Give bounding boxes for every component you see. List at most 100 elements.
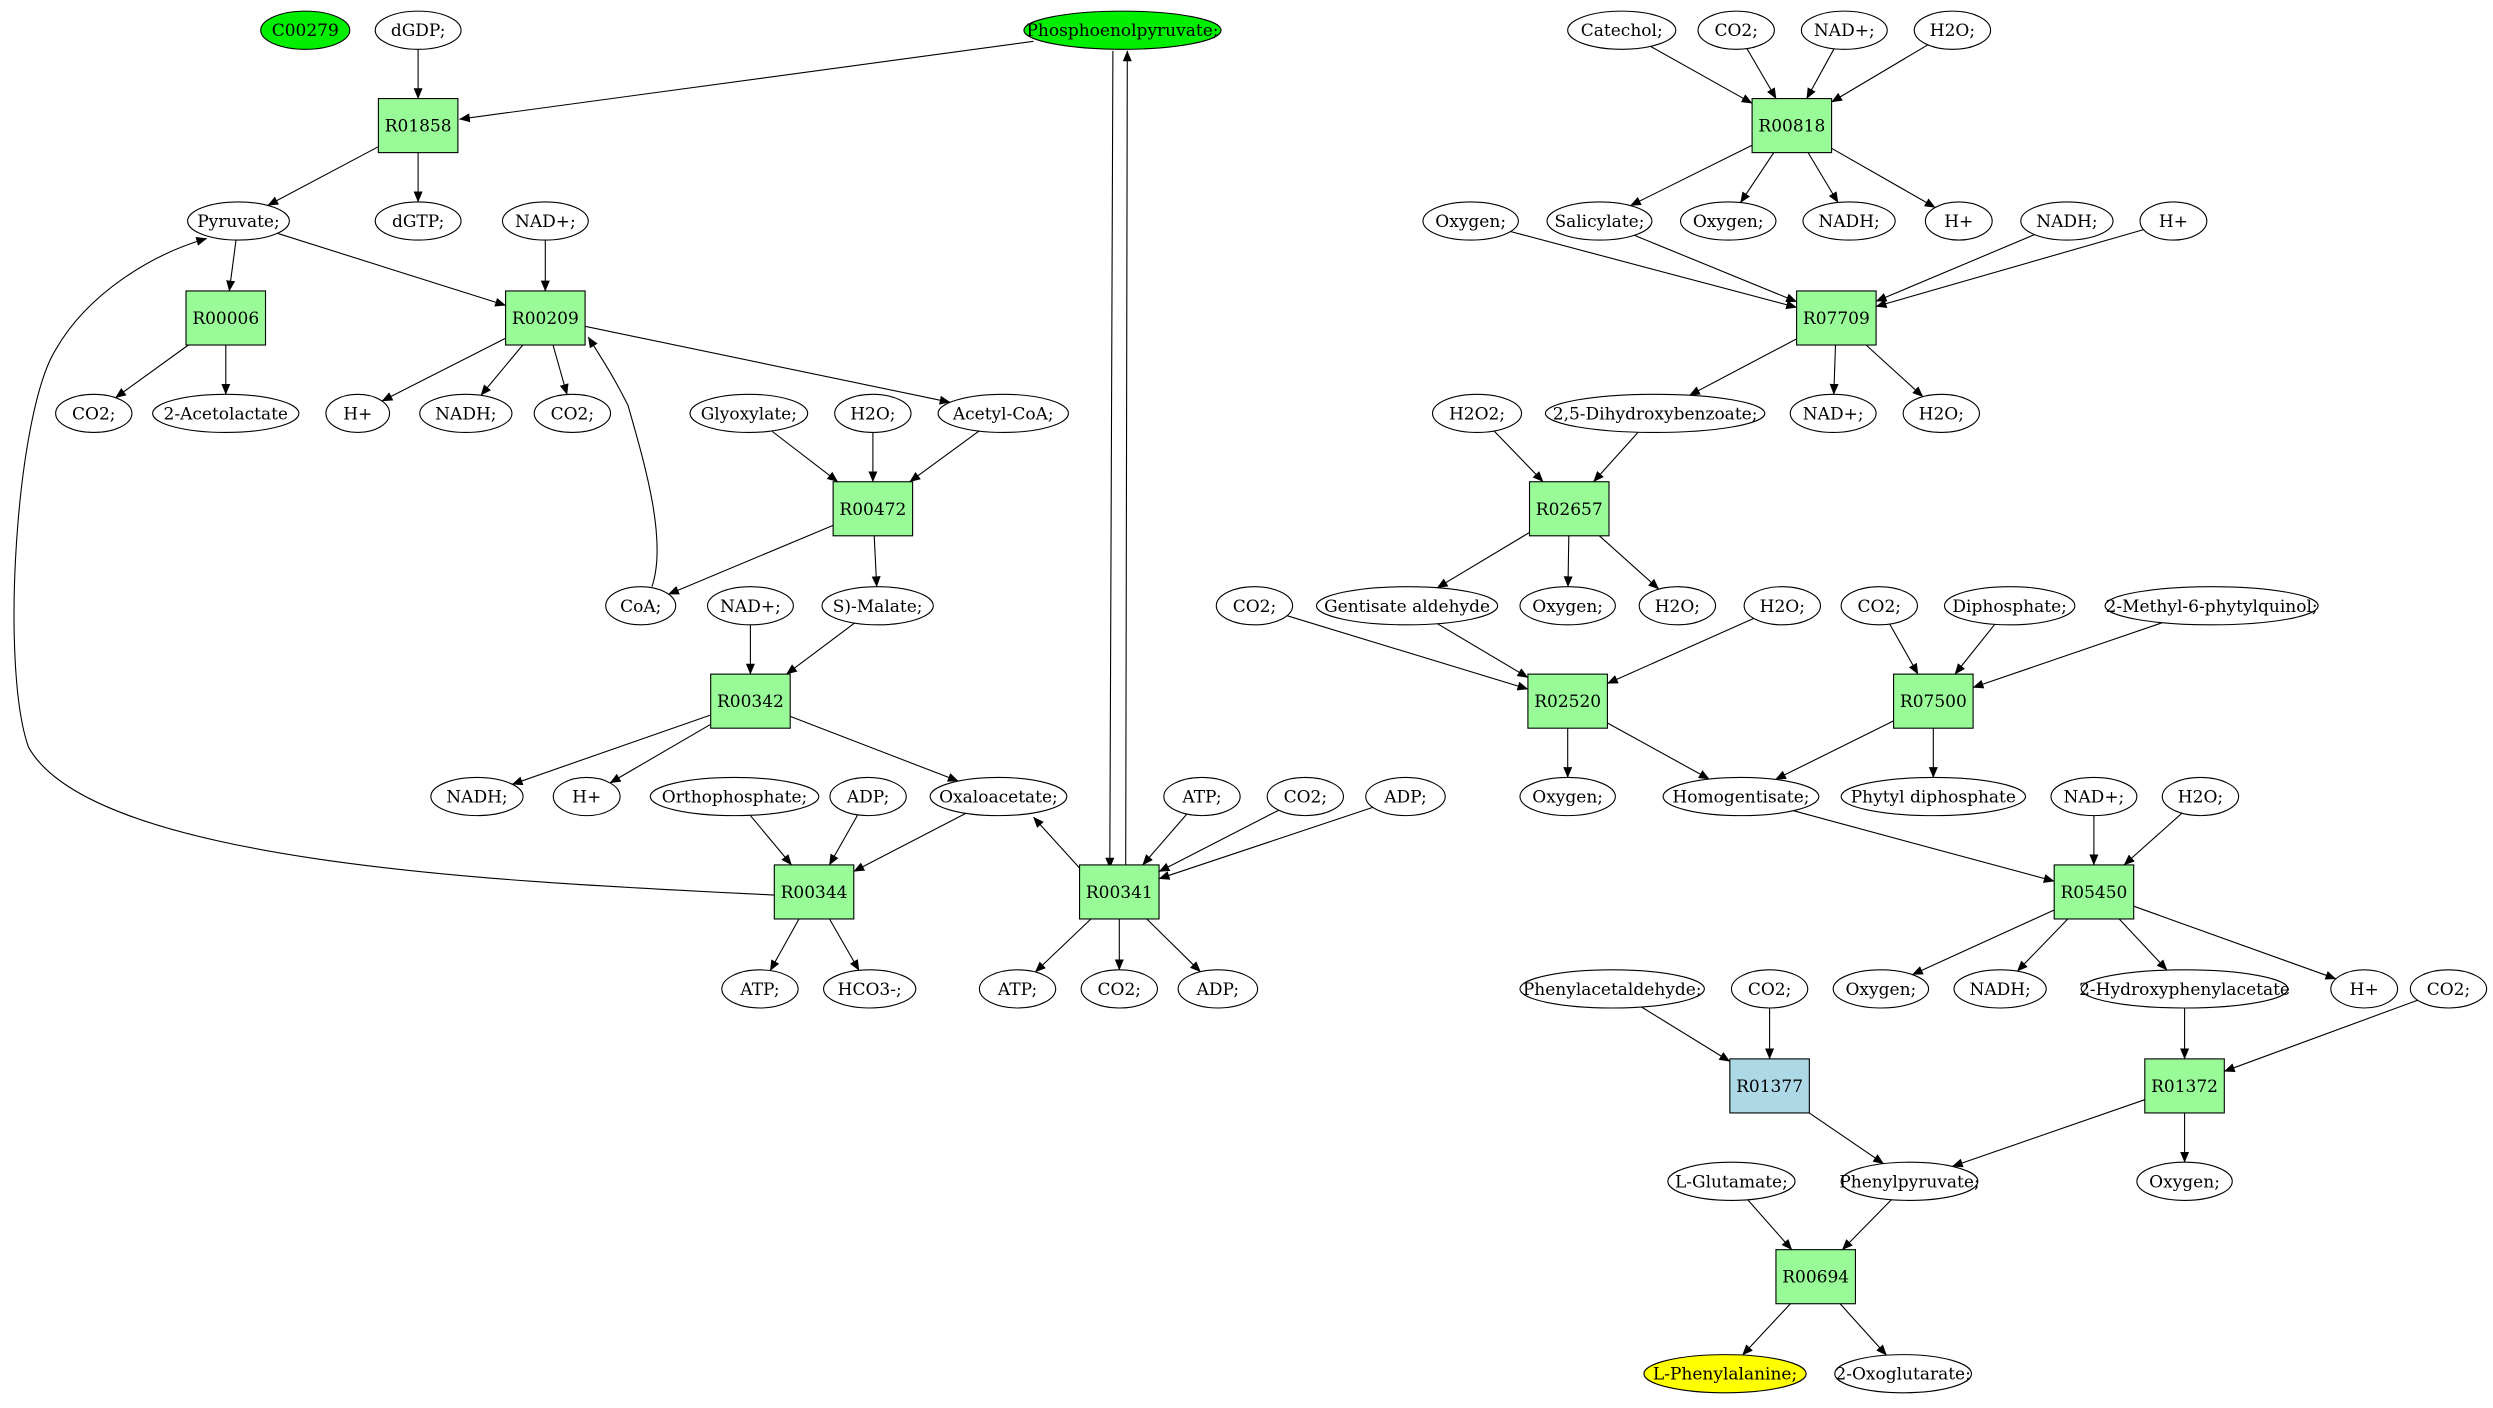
compound-node-mpq[interactable]: 2-Methyl-6-phytylquinol;	[2104, 586, 2319, 626]
compound-node-nadh-4[interactable]: NADH;	[2020, 201, 2114, 241]
reaction-node-r00472[interactable]: R00472	[832, 481, 914, 537]
compound-node-dgtp[interactable]: dGTP;	[374, 201, 462, 241]
reaction-node-r00209[interactable]: R00209	[505, 290, 586, 346]
compound-node-pyruvate[interactable]: Pyruvate;	[187, 201, 290, 241]
compound-node-catechol[interactable]: Catechol;	[1567, 10, 1677, 50]
compound-node-h2o-4[interactable]: H2O;	[1638, 586, 1717, 626]
compound-node-h2o-3[interactable]: H2O;	[1902, 393, 1981, 434]
reaction-node-r01372[interactable]: R01372	[2144, 1058, 2225, 1114]
compound-node-nadp-2[interactable]: NAD+;	[706, 586, 794, 626]
node-label: H2O;	[1760, 597, 1805, 617]
compound-node-h2o2[interactable]: H2O2;	[1431, 393, 1523, 434]
compound-node-oxygen-3[interactable]: Oxygen;	[1519, 586, 1616, 626]
compound-node-co2-2[interactable]: CO2;	[533, 393, 612, 434]
compound-node-hp-5[interactable]: H+	[2330, 969, 2399, 1009]
compound-node-lglutamate[interactable]: L-Glutamate;	[1667, 1161, 1796, 1201]
reaction-node-r07500[interactable]: R07500	[1893, 673, 1974, 729]
compound-node-oxygen-4[interactable]: Oxygen;	[1519, 776, 1616, 817]
compound-node-co2-8[interactable]: CO2;	[1730, 969, 1809, 1009]
compound-node-atp-1[interactable]: ATP;	[1163, 776, 1241, 817]
compound-node-atp-2[interactable]: ATP;	[721, 969, 799, 1009]
compound-node-phenylpyruvate[interactable]: Phenylpyruvate;	[1839, 1161, 1980, 1201]
compound-node-lphe[interactable]: L-Phenylalanine;	[1643, 1354, 1807, 1394]
compound-node-orthophosphate[interactable]: Orthophosphate;	[649, 776, 820, 817]
compound-node-h2o-5[interactable]: H2O;	[1743, 586, 1822, 626]
node-label: Oxygen;	[1532, 788, 1603, 808]
compound-node-nadp-1[interactable]: NAD+;	[501, 201, 589, 241]
compound-node-h2o-1[interactable]: H2O;	[834, 393, 912, 434]
edge-co2_9-to-r01372	[2223, 999, 2418, 1072]
compound-node-glyoxylate[interactable]: Glyoxylate;	[689, 393, 809, 434]
compound-node-oxaloacetate[interactable]: Oxaloacetate;	[929, 776, 1068, 817]
compound-node-co2-4[interactable]: CO2;	[1080, 969, 1159, 1009]
compound-node-oxygen-2[interactable]: Oxygen;	[1679, 201, 1777, 241]
reaction-node-r02657[interactable]: R02657	[1528, 481, 1610, 537]
compound-node-nadh-1[interactable]: NADH;	[419, 393, 513, 434]
compound-node-oxygen-6[interactable]: Oxygen;	[2136, 1161, 2233, 1201]
node-label: 2-Methyl-6-phytylquinol;	[2106, 597, 2318, 617]
compound-ellipse	[374, 201, 462, 241]
compound-node-co2-3[interactable]: CO2;	[1266, 776, 1345, 817]
compound-node-phenylald[interactable]: Phenylacetaldehyde;	[1519, 969, 1705, 1009]
reaction-node-r00006[interactable]: R00006	[185, 290, 267, 346]
compound-node-adp-2[interactable]: ADP;	[1365, 776, 1446, 817]
node-label: H+	[2350, 980, 2379, 1000]
compound-node-oxygen-1[interactable]: Oxygen;	[1422, 201, 1519, 241]
compound-node-hp-4[interactable]: H+	[2139, 201, 2208, 241]
compound-node-dhb[interactable]: 2,5-Dihydroxybenzoate;	[1544, 393, 1766, 434]
compound-node-oxoglutarate[interactable]: 2-Oxoglutarate;	[1834, 1354, 1973, 1394]
compound-node-acetylcoa[interactable]: Acetyl-CoA;	[937, 393, 1069, 434]
compound-node-nadh-5[interactable]: NADH;	[1953, 969, 2047, 1009]
reaction-node-r07709[interactable]: R07709	[1796, 290, 1877, 346]
compound-node-h2o-2[interactable]: H2O;	[1913, 10, 1992, 50]
compound-node-homogentisate[interactable]: Homogentisate;	[1662, 776, 1820, 817]
reaction-node-r01377[interactable]: R01377	[1729, 1058, 1810, 1114]
compound-node-co2-7[interactable]: CO2;	[1840, 586, 1918, 626]
compound-node-h2o-6[interactable]: H2O;	[2161, 776, 2240, 817]
compound-node-nadh-2[interactable]: NADH;	[430, 776, 524, 817]
compound-node-nadh-3[interactable]: NADH;	[1802, 201, 1896, 241]
reaction-node-r05450[interactable]: R05450	[2053, 864, 2135, 920]
compound-node-c00279[interactable]: C00279	[260, 10, 351, 50]
compound-ellipse	[1215, 586, 1294, 626]
compound-node-adp-1[interactable]: ADP;	[829, 776, 907, 817]
compound-node-hp-2[interactable]: H+	[552, 776, 621, 817]
compound-node-co2-9[interactable]: CO2;	[2409, 969, 2488, 1009]
reaction-node-r02520[interactable]: R02520	[1527, 673, 1608, 729]
reaction-node-r00342[interactable]: R00342	[710, 673, 791, 729]
compound-node-coa[interactable]: CoA;	[605, 586, 677, 626]
edge-r00472-to-coa	[668, 524, 834, 595]
compound-node-adp-3[interactable]: ADP;	[1177, 969, 1259, 1009]
edge-acetylcoa-to-r00472	[909, 430, 980, 483]
compound-node-gentald[interactable]: Gentisate aldehyde	[1315, 586, 1499, 626]
compound-ellipse	[187, 201, 290, 241]
reaction-node-r00341[interactable]: R00341	[1079, 864, 1160, 920]
compound-node-acetolactate[interactable]: 2-Acetolactate	[152, 393, 300, 434]
reaction-box	[185, 290, 267, 346]
reaction-node-r01858[interactable]: R01858	[377, 98, 459, 154]
compound-node-salicylate[interactable]: Salicylate;	[1546, 201, 1653, 241]
compound-node-hpa[interactable]: 2-Hydroxyphenylacetate	[2079, 969, 2290, 1009]
node-label: NAD+;	[720, 597, 781, 617]
reaction-node-r00344[interactable]: R00344	[773, 864, 855, 920]
compound-node-phytylpp[interactable]: Phytyl diphosphate	[1840, 776, 2027, 817]
compound-node-hp-3[interactable]: H+	[1924, 201, 1993, 241]
compound-node-oxygen-5[interactable]: Oxygen;	[1832, 969, 1930, 1009]
reaction-node-r00694[interactable]: R00694	[1775, 1249, 1856, 1305]
compound-node-co2-6[interactable]: CO2;	[1215, 586, 1294, 626]
reaction-node-r00818[interactable]: R00818	[1751, 98, 1833, 154]
compound-node-hco3[interactable]: HCO3-;	[823, 969, 917, 1009]
compound-node-diphosphate[interactable]: Diphosphate;	[1943, 586, 2076, 626]
compound-node-nadp-5[interactable]: NAD+;	[2050, 776, 2138, 817]
compound-node-co2-5[interactable]: CO2;	[1697, 10, 1775, 50]
compound-node-atp-3[interactable]: ATP;	[978, 969, 1057, 1009]
compound-node-dgdp[interactable]: dGDP;	[374, 10, 462, 50]
compound-node-smalate[interactable]: S)-Malate;	[821, 586, 934, 626]
compound-node-hp-1[interactable]: H+	[325, 393, 391, 434]
compound-node-nadp-3[interactable]: NAD+;	[1800, 10, 1888, 50]
compound-node-co2-1[interactable]: CO2;	[55, 393, 133, 434]
nodes-layer: C00279 dGDP; Phosphoenolpyruvate; R01858Pyr…	[55, 10, 2488, 1394]
compound-node-nadp-4[interactable]: NAD+;	[1789, 393, 1877, 434]
compound-node-pep[interactable]: Phosphoenolpyruvate;	[1023, 10, 1222, 50]
node-label: 2,5-Dihydroxybenzoate;	[1553, 404, 1758, 424]
